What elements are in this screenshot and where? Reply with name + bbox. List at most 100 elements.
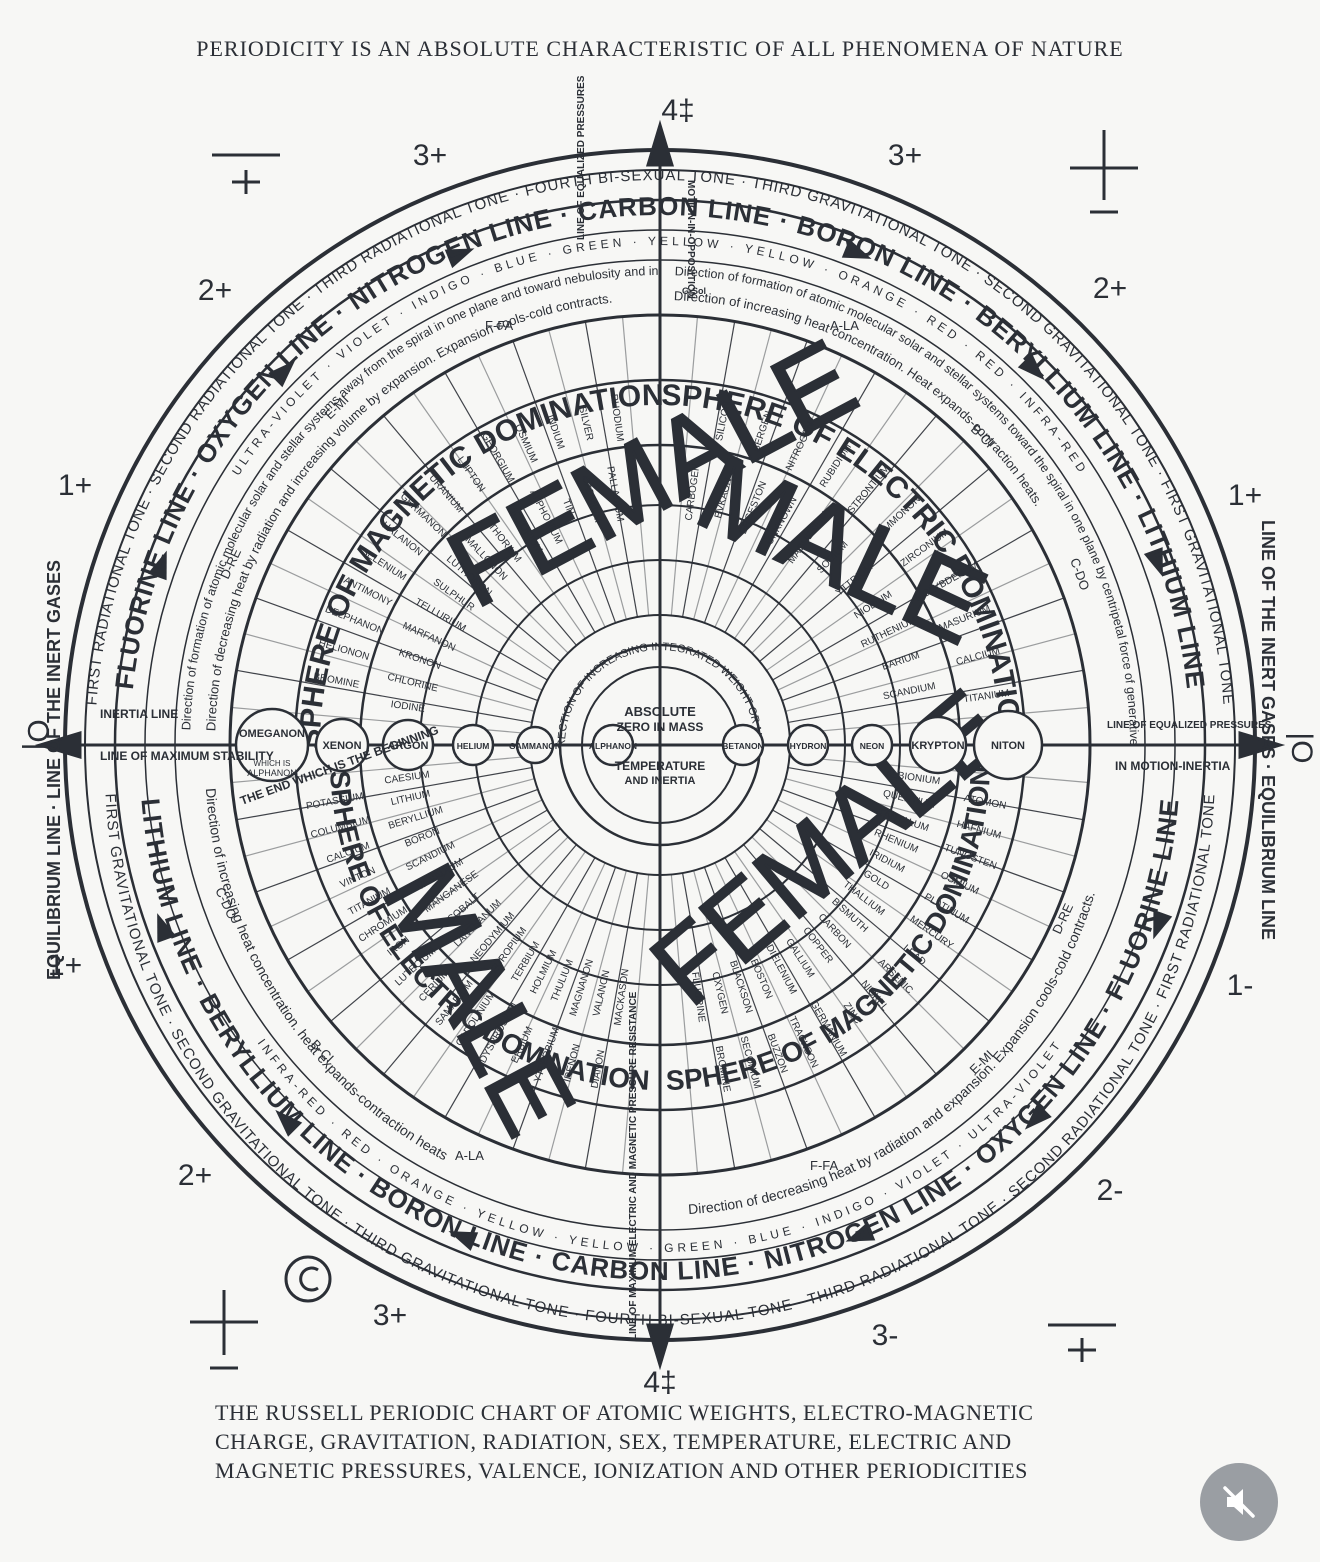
radial-spoke <box>512 866 617 1150</box>
omeganon-sub-1: WHICH IS <box>254 759 291 768</box>
note-line-of-equalized-pressures: LINE OF EQUALIZED PRESSURES <box>576 75 587 240</box>
radial-spoke <box>777 799 1050 928</box>
radial-spoke <box>743 844 937 1075</box>
radial-spoke <box>412 851 586 1098</box>
radial-spoke <box>724 372 876 633</box>
element-label-lower-left: BORON <box>403 826 441 850</box>
radial-spoke <box>584 872 639 1169</box>
note-line-of-maximum-stability: LINE OF MAXIMUM STABILITY <box>100 749 274 763</box>
ring-arrowhead <box>1017 353 1045 381</box>
arrow-right-icon <box>1238 730 1286 760</box>
radial-spoke <box>751 836 965 1050</box>
note-a-la-top: A-LA <box>830 318 859 333</box>
equilibrium-node: XENON <box>314 717 370 773</box>
radial-spoke <box>751 440 965 654</box>
radial-spoke <box>307 819 554 993</box>
speaker-muted-icon <box>1223 1486 1255 1518</box>
radial-spoke <box>477 355 606 628</box>
ring-arrowhead <box>157 913 177 943</box>
equilibrium-node-label: ARGON <box>388 740 429 752</box>
equilibrium-node: KRYPTON <box>908 715 968 775</box>
note-in-motion-inertia: IN MOTION-INERTIA <box>1115 759 1231 773</box>
equilibrium-node-label: BETANON <box>722 741 763 751</box>
radial-spoke <box>693 329 772 620</box>
ring-arrowhead <box>845 1221 876 1242</box>
tone-mark-lower-right-b: 2- <box>1097 1174 1124 1207</box>
radial-spoke <box>444 857 596 1118</box>
note-motion-in-opposition: MOTION-IN-OPPOSITION <box>685 180 696 299</box>
radial-spoke <box>681 321 736 618</box>
ring-arrowhead <box>1153 909 1173 940</box>
tone-mark-upper-right-b: 2+ <box>1093 272 1127 305</box>
ring-arrowhead <box>275 1109 303 1137</box>
radial-spoke <box>330 468 561 662</box>
arrow-left-icon <box>34 730 82 760</box>
corner-sign-top-right <box>1070 130 1138 214</box>
radial-spoke <box>734 851 908 1098</box>
radial-spoke <box>693 870 772 1161</box>
radial-spoke <box>621 874 650 1174</box>
equilibrium-node: HYDRON <box>786 723 830 767</box>
radial-spoke <box>681 872 736 1169</box>
equilibrium-node-label: OMEGANON <box>239 728 305 740</box>
ring-arrowheads <box>147 239 1173 1251</box>
radial-spoke <box>703 340 808 624</box>
tone-mark-right-upper: 1+ <box>1228 479 1262 512</box>
equilibrium-node: ARGON <box>381 718 435 772</box>
note-line-of-maximum-pressure: LINE OF MAXIMUM ELECTRIC AND MAGNETIC PR… <box>628 991 639 1340</box>
center-zero-in-mass: ZERO IN MASS <box>617 720 704 734</box>
equilibrium-node-label: XENON <box>322 740 361 752</box>
tone-mark-upper-left-a: 3+ <box>413 139 447 172</box>
equilibrium-node-label: HYDRON <box>790 741 827 751</box>
tone-mark-left-lower: 1+ <box>48 949 82 982</box>
radial-spoke <box>244 633 535 712</box>
radial-spoke <box>287 809 548 961</box>
equilibrium-node-label: NITON <box>991 740 1025 752</box>
ring-arrowhead <box>841 239 872 259</box>
caption-line-1: THE RUSSELL PERIODIC CHART OF ATOMIC WEI… <box>215 1400 1034 1425</box>
element-label-upper-left: KRONON <box>397 647 442 672</box>
ring-arrowhead <box>448 1231 479 1251</box>
radial-spoke <box>255 788 539 893</box>
corner-sign-bottom-left <box>190 1290 258 1370</box>
equilibrium-node: HELIUM <box>451 723 495 767</box>
radial-spoke <box>777 562 1050 691</box>
page-title: PERIODICITY IS AN ABSOLUTE CHARACTERISTI… <box>196 36 1124 61</box>
arrow-up-icon <box>645 119 675 167</box>
equilibrium-node-label: ALPHANON <box>589 741 637 751</box>
caption-line-3: MAGNETIC PRESSURES, VALENCE, IONIZATION … <box>215 1458 1028 1483</box>
axis-mark-bottom: 4‡ <box>643 1366 676 1399</box>
radial-spoke <box>287 529 548 681</box>
equilibrium-node-label: NEON <box>860 741 885 751</box>
note-c-do-top: C-DO <box>1067 556 1092 592</box>
radial-spoke <box>355 836 569 1050</box>
omeganon-sub-2: ALPHANON <box>247 768 297 778</box>
corner-signs <box>190 130 1138 1370</box>
center-absolute: ABSOLUTE <box>624 704 696 719</box>
equilibrium-node: NITON <box>972 709 1044 781</box>
radial-spoke <box>548 329 627 620</box>
ring-arrowhead <box>147 550 167 581</box>
tone-mark-upper-right-a: 3+ <box>888 139 922 172</box>
copyright-icon <box>284 1255 332 1303</box>
ring-arrowhead <box>1143 547 1163 577</box>
radial-spoke <box>785 633 1076 712</box>
equilibrium-node: ALPHANON <box>589 723 637 767</box>
radial-spoke <box>734 392 908 639</box>
radial-spoke <box>355 440 569 654</box>
note-line-of-equalized-pressures-right: LINE OF EQUALIZED PRESSURES <box>1107 720 1272 731</box>
radial-spoke <box>785 778 1076 857</box>
mute-button[interactable] <box>1200 1463 1278 1541</box>
radial-spoke <box>759 828 990 1022</box>
radial-spoke <box>444 372 596 633</box>
equilibrium-node-label: HELIUM <box>457 741 490 751</box>
axis-lines <box>34 119 1286 1371</box>
corner-sign-bottom-right <box>1048 1323 1116 1362</box>
radial-spoke <box>244 778 535 857</box>
ring-arrowhead <box>268 360 296 388</box>
radial-spoke <box>270 799 543 928</box>
radial-spoke <box>766 497 1013 671</box>
tone-mark-left-upper: 1+ <box>58 469 92 502</box>
radial-spoke <box>787 669 1084 724</box>
